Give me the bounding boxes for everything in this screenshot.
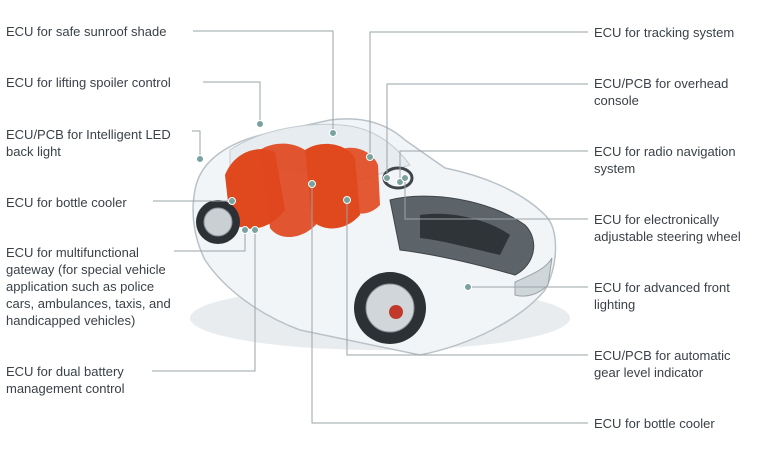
- leader-overhead-console: [386, 83, 588, 178]
- callout-dot-icon: [256, 120, 264, 128]
- callout-dot-icon: [241, 226, 249, 234]
- front-rim-icon: [365, 283, 415, 333]
- label-lifting-spoiler: ECU for lifting spoiler control: [6, 75, 171, 90]
- callout-dot-icon: [343, 196, 351, 204]
- leader-bottle-cooler-right: [311, 184, 588, 424]
- leader-radio-navigation: [399, 150, 588, 182]
- callout-dot-icon: [196, 155, 204, 163]
- leader-gear-indicator: [346, 200, 588, 356]
- label-dual-battery: ECU for dual battery management control: [6, 364, 125, 396]
- rear-seat-icon: [260, 143, 320, 238]
- label-bottle-cooler-left: ECU for bottle cooler: [6, 195, 127, 210]
- label-radio-navigation: ECU for radio navigation system: [594, 144, 736, 176]
- leader-dual-battery: [152, 230, 256, 372]
- leader-lifting-spoiler: [203, 81, 261, 124]
- label-front-lighting: ECU for advanced front lighting: [594, 280, 730, 312]
- brake-caliper-icon: [389, 305, 403, 319]
- engine-detail-icon: [420, 213, 510, 255]
- leader-sunroof-shade: [193, 30, 334, 133]
- label-gear-indicator: ECU/PCB for automatic gear level indicat…: [594, 348, 731, 380]
- callout-dot-icon: [464, 283, 472, 291]
- callout-dot-icon: [251, 226, 259, 234]
- label-steering-wheel: ECU for electronically adjustable steeri…: [594, 212, 741, 244]
- callout-dot-icon: [329, 129, 337, 137]
- label-overhead-console: ECU/PCB for overhead console: [594, 76, 729, 108]
- leader-gateway: [174, 230, 246, 252]
- label-led-back-light: ECU/PCB for Intelligent LED back light: [6, 127, 171, 159]
- callout-dot-icon: [308, 180, 316, 188]
- callout-dot-icon: [401, 174, 409, 182]
- leader-led-back-light: [192, 130, 201, 159]
- rear-rim-icon: [203, 207, 233, 237]
- callout-dot-icon: [383, 174, 391, 182]
- label-tracking-system: ECU for tracking system: [594, 25, 735, 40]
- leader-steering-wheel: [404, 178, 588, 220]
- front-seat-icon: [340, 147, 380, 214]
- label-gateway: ECU for multifunctional gateway (for spe…: [6, 245, 171, 328]
- callout-dot-icon: [366, 153, 374, 161]
- callout-dot-icon: [228, 197, 236, 205]
- label-sunroof-shade: ECU for safe sunroof shade: [6, 24, 167, 39]
- leader-tracking-system: [369, 31, 588, 157]
- label-bottle-cooler-right: ECU for bottle cooler: [594, 416, 715, 431]
